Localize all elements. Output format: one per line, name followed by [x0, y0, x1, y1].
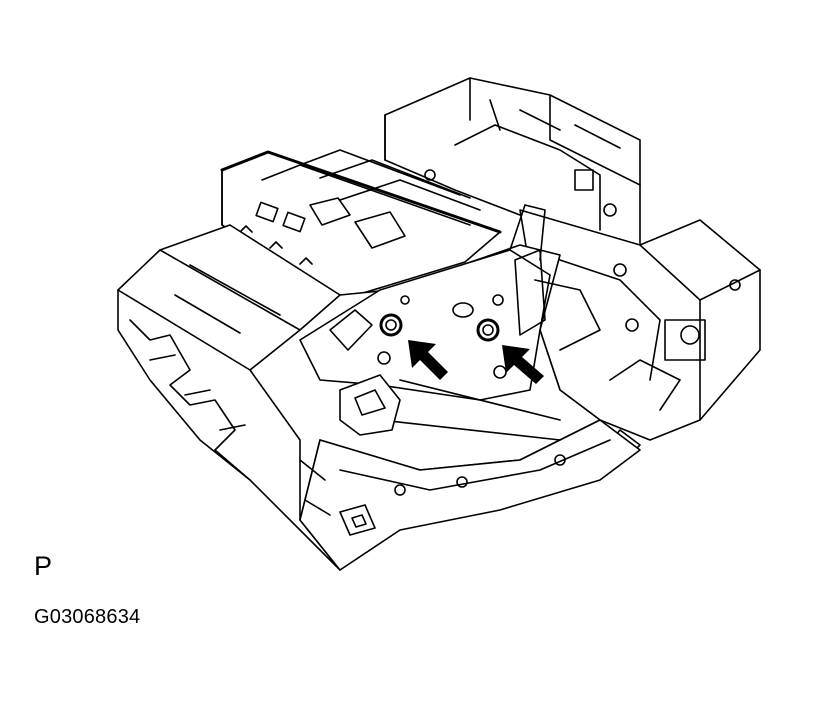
side-bracket — [339, 374, 401, 436]
bolt-right — [476, 318, 500, 342]
electronic-module — [220, 149, 502, 301]
figure-code: G03068634 — [34, 606, 141, 628]
right-frame — [519, 209, 761, 456]
lower-panel — [299, 379, 641, 571]
rear-housing — [384, 77, 641, 261]
bolt-left — [379, 313, 403, 337]
mounting-bracket — [299, 204, 601, 401]
view-label: P — [34, 551, 53, 581]
arrow-icon — [502, 345, 544, 384]
arrow-icon — [408, 340, 448, 380]
